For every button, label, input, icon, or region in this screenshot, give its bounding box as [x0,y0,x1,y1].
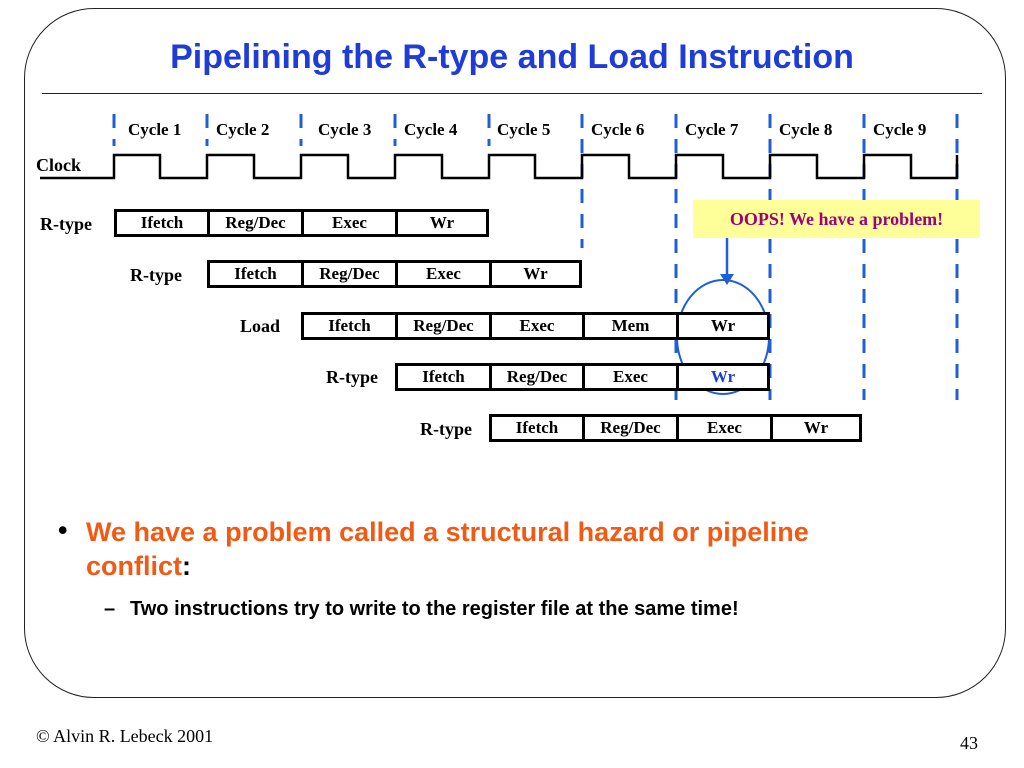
stage-ifetch: Ifetch [489,414,582,442]
row-label-3: Load [240,316,281,336]
stage-regdec: Reg/Dec [582,414,676,442]
sub-bullet-marker: – [104,598,116,620]
bullet-text: We have a problem called a structural ha… [86,517,809,581]
stage-exec: Exec [489,312,582,340]
stage-ifetch: Ifetch [114,209,207,237]
title-rule [42,93,982,94]
cycle-label-2: Cycle 2 [216,120,270,139]
row-label-4: R-type [326,367,378,387]
stage-wr: Wr [489,260,582,288]
stage-ifetch: Ifetch [207,260,301,288]
slide-frame [24,8,1006,698]
row-label-2: R-type [130,265,182,285]
bullet-marker: • [58,515,68,545]
row-label-1: R-type [40,214,92,234]
stage-ifetch: Ifetch [301,312,395,340]
clock-waveform [40,153,959,180]
stage-exec: Exec [676,414,770,442]
stage-wr: Wr [395,209,489,237]
stage-exec: Exec [395,260,489,288]
page-number: 43 [960,733,978,753]
stage-mem: Mem [582,312,676,340]
clock-label: Clock [36,155,81,175]
bullet-colon: : [182,551,192,581]
cycle-label-6: Cycle 6 [591,120,645,139]
stage-regdec: Reg/Dec [489,363,582,391]
cycle-label-9: Cycle 9 [873,120,927,139]
stage-regdec: Reg/Dec [395,312,489,340]
sub-bullet-text: Two instructions try to write to the reg… [130,598,739,620]
stage-regdec: Reg/Dec [301,260,395,288]
cycle-label-3: Cycle 3 [318,120,372,139]
copyright-footer: © Alvin R. Lebeck 2001 [36,726,214,746]
stage-wr: Wr [770,414,862,442]
cycle-label-5: Cycle 5 [497,120,551,139]
stage-exec: Exec [582,363,676,391]
row-label-5: R-type [420,419,472,439]
cycle-label-7: Cycle 7 [685,120,739,139]
oops-callout: OOPS! We have a problem! [693,200,980,238]
cycle-label-1: Cycle 1 [128,120,182,139]
stage-ifetch: Ifetch [395,363,489,391]
stage-regdec: Reg/Dec [207,209,301,237]
cycle-label-8: Cycle 8 [779,120,833,139]
stage-wr-conflict: Wr [676,363,770,391]
stage-exec: Exec [301,209,395,237]
cycle-label-4: Cycle 4 [404,120,458,139]
stage-wr: Wr [676,312,770,340]
slide-title: Pipelining the R-type and Load Instructi… [170,38,854,76]
bullet-text-block: We have a problem called a structural ha… [86,515,906,583]
callout-arrow-head [720,274,734,285]
